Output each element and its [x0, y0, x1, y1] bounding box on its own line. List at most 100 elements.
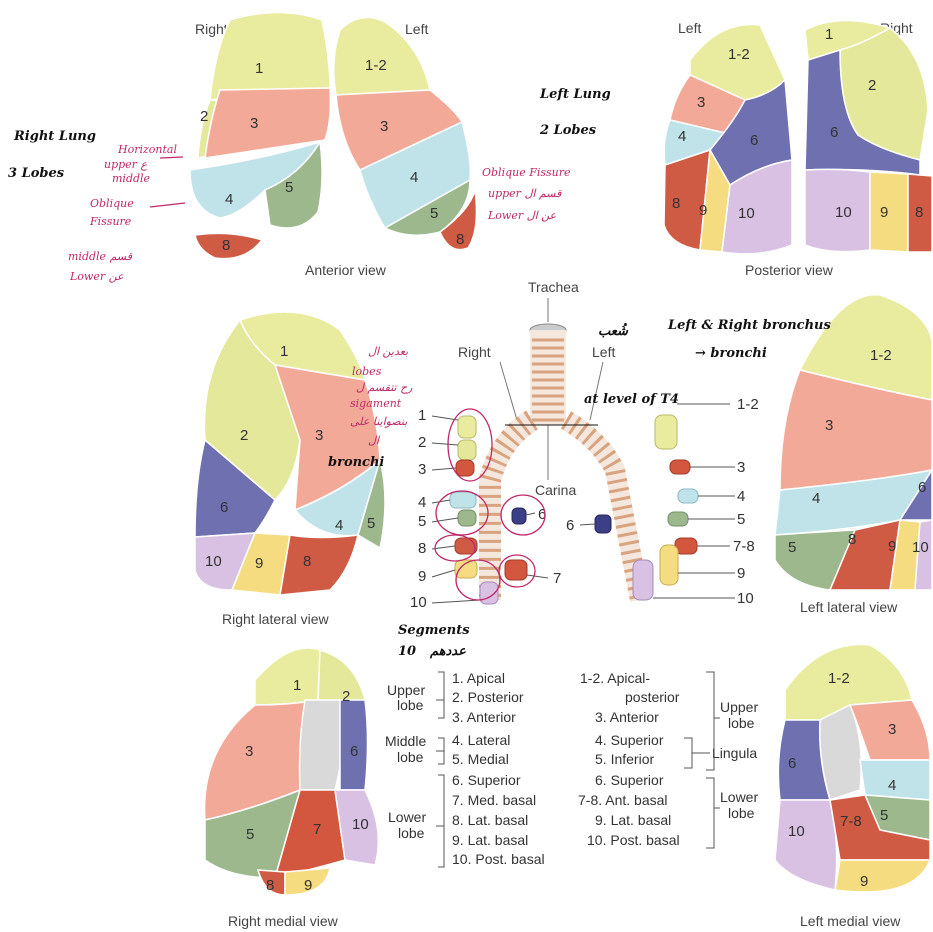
posterior-right-seg-label: 2 [868, 77, 876, 94]
note-segments-count: 10 [398, 644, 416, 659]
legend-item: 3. Anterior [595, 709, 659, 725]
legend-item: 7-8. Ant. basal [578, 792, 668, 808]
note-lobes: sigament [350, 397, 402, 410]
legend-item: 9. Lat. basal [595, 812, 671, 828]
legend-lobe-lower: Lower [388, 809, 426, 825]
right-medial-seg-label: 3 [245, 743, 253, 760]
right-bronchus-label: 8 [418, 540, 426, 557]
left-lateral-seg-label: 8 [848, 531, 856, 548]
right-lateral-view-caption: Right lateral view [222, 611, 329, 627]
posterior-left-seg-label: 3 [697, 94, 705, 111]
anterior-left-lung: 1-2 3 4 5 8 [334, 18, 477, 250]
anterior-right-seg-label: 1 [255, 60, 263, 77]
legend-lobe-middle: Middle [385, 733, 426, 749]
right-bronchus-label: 9 [418, 568, 426, 585]
legend-lobe-middle: lobe [397, 749, 424, 765]
segment-8 [280, 535, 358, 595]
anterior-right-seg-label: 5 [285, 179, 293, 196]
posterior-right-lung: 1 2 6 10 9 8 [805, 20, 932, 252]
note-right-lobes: 3 Lobes [8, 166, 65, 181]
posterior-left-label: Left [678, 20, 701, 36]
left-lateral-seg-label: 3 [825, 417, 833, 434]
posterior-right-seg-label: 6 [830, 124, 838, 141]
legend-item: 6. Superior [452, 772, 521, 788]
legend-item: 7. Med. basal [452, 792, 536, 808]
right-medial-seg-label: 7 [313, 821, 321, 838]
legend-item: 8. Lat. basal [452, 812, 528, 828]
anterior-right-seg-label: 8 [222, 237, 230, 254]
posterior-left-seg-label: 4 [678, 128, 686, 145]
legend-item: 4. Lateral [452, 732, 510, 748]
note-lobes: lobes [352, 365, 382, 378]
left-bronchus-label: 10 [737, 590, 754, 607]
note-lobes: رح تتقسم ل [356, 381, 413, 394]
arrow-oblique-fissure-right [150, 203, 185, 207]
left-medial-seg-label: 7-8 [840, 813, 862, 830]
legend-item: posterior [625, 689, 680, 705]
note-left-lobes: 2 Lobes [539, 123, 597, 138]
note-oblique-fissure-left: upper قسم ال [488, 187, 562, 200]
note-oblique-right-ar: middle قسم [68, 250, 133, 263]
note-lobes: ال [368, 434, 381, 447]
posterior-left-seg-label: 8 [672, 195, 680, 212]
note-segments: Segments [398, 623, 470, 638]
anterior-view-caption: Anterior view [305, 262, 387, 278]
left-medial-seg-label: 10 [788, 823, 805, 840]
note-segments-ar: عددهم [429, 644, 466, 659]
posterior-right-seg-label: 9 [880, 204, 888, 221]
right-medial-seg-label: 6 [350, 743, 358, 760]
posterior-right-seg-label: 1 [825, 26, 833, 43]
right-bronchus-leader [500, 362, 517, 420]
trachea-label: Trachea [528, 279, 579, 295]
anterior-left-seg-label: 8 [456, 231, 464, 248]
left-medial-seg-label: 9 [860, 873, 868, 890]
left-segmental-bronchi [595, 415, 698, 600]
anterior-view: Right Left 1 2 3 4 5 8 1-2 3 4 5 [190, 13, 476, 279]
posterior-view-caption: Posterior view [745, 262, 834, 278]
left-lateral-view: 1-2 3 4 6 5 8 9 10 Left lateral view [775, 295, 932, 615]
note-right-lung: Right Lung [13, 129, 96, 144]
segment-9 [835, 860, 930, 892]
legend-lingula: Lingula [712, 745, 757, 761]
posterior-left-seg-label: 6 [750, 132, 758, 149]
right-bronchus-label: 3 [418, 461, 426, 478]
right-medial-seg-label: 8 [266, 877, 274, 894]
legend-lobe-upper: lobe [397, 697, 424, 713]
legend-item: 5. Medial [452, 751, 509, 767]
right-medial-seg-label: 5 [246, 826, 254, 843]
note-left-lung: Left Lung [539, 87, 611, 102]
legend-item: 10. Post. basal [587, 832, 680, 848]
carina-label: Carina [535, 482, 576, 498]
left-bronchus-label: 4 [737, 488, 745, 505]
anterior-right-seg-label: 4 [225, 191, 233, 208]
left-bronchus-label: 7-8 [733, 538, 755, 555]
left-medial-seg-label: 3 [888, 721, 896, 738]
segment-10 [775, 800, 837, 890]
right-lateral-seg-label: 1 [280, 343, 288, 360]
legend-item: 9. Lat. basal [452, 832, 528, 848]
arrow-horizontal-fissure [160, 157, 183, 158]
legend-item: 6. Superior [595, 772, 664, 788]
segment-1 [210, 13, 330, 101]
legend-lobe-lower: Lower [720, 789, 758, 805]
anterior-left-seg-label: 3 [380, 118, 388, 135]
note-oblique-fissure-right: Fissure [89, 215, 132, 228]
right-bronchus-label: 1 [418, 407, 426, 424]
right-lateral-seg-label: 5 [367, 515, 375, 532]
note-lobes: بعدين ال [368, 345, 408, 358]
posterior-right-seg-label: 10 [835, 204, 852, 221]
legend-item: 5. Inferior [595, 751, 654, 767]
left-medial-seg-label: 1-2 [828, 670, 850, 687]
right-medial-seg-label: 10 [352, 816, 369, 833]
left-lateral-view-caption: Left lateral view [800, 599, 898, 615]
anterior-right-label: Right [195, 21, 228, 37]
note-level: at level of T4 [584, 392, 679, 407]
left-medial-seg-label: 4 [888, 777, 896, 794]
left-lateral-seg-label: 5 [788, 539, 796, 556]
left-lateral-seg-label: 1-2 [870, 347, 892, 364]
right-bronchus-label: 2 [418, 434, 426, 451]
anterior-left-seg-label: 4 [410, 169, 418, 186]
legend-lobe-upper: lobe [728, 715, 755, 731]
anterior-left-seg-label: 5 [430, 205, 438, 222]
